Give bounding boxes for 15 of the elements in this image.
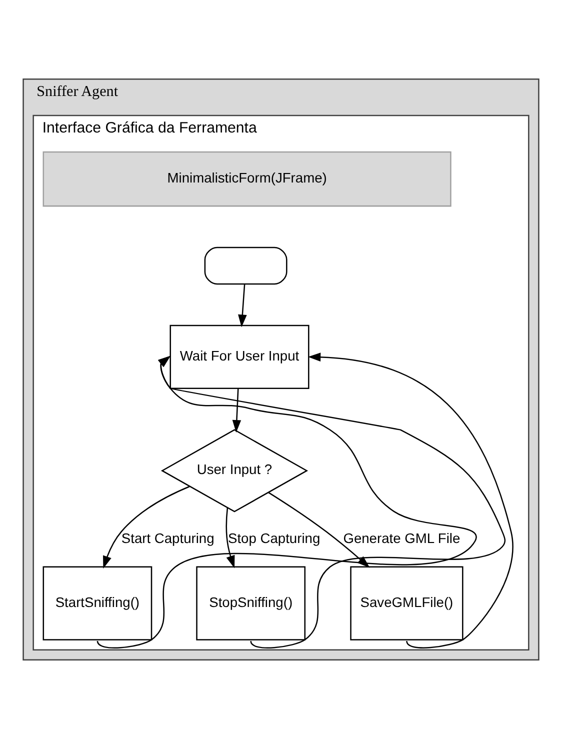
edge-label: Generate GML File [343, 529, 460, 546]
node-box: MinimalisticForm(JFrame) [42, 150, 452, 206]
node-box: StopSniffing() [196, 566, 306, 640]
node-box [204, 246, 288, 284]
node-box: SaveGMLFile() [350, 566, 464, 640]
arrow [232, 388, 242, 432]
arrow [226, 507, 235, 568]
node-box: StartSniffing() [42, 566, 152, 640]
edge-label: Stop Capturing [228, 529, 320, 546]
edge-label: Start Capturing [121, 529, 214, 546]
arrow [308, 352, 514, 648]
node-box: Wait For User Input [170, 324, 310, 388]
arrow [238, 284, 247, 327]
arrow [103, 485, 190, 568]
node-diamond: User Input ? [160, 428, 308, 512]
